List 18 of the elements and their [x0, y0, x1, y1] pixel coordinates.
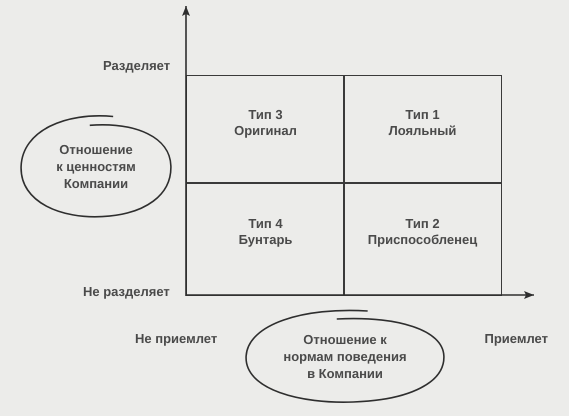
axis-value-label: Разделяет	[103, 57, 170, 74]
quadrant	[343, 75, 502, 184]
quadrant	[186, 75, 345, 184]
type-name: Приспособленец	[368, 232, 478, 248]
type-heading: Тип 4	[248, 216, 283, 232]
type-heading: Тип 3	[248, 106, 283, 122]
quadrant	[186, 182, 345, 296]
type-name: Оригинал	[234, 122, 297, 138]
type-heading: Тип 2	[405, 216, 440, 232]
axis-value-label: Не разделяет	[83, 283, 170, 300]
type-name: Бунтарь	[238, 232, 292, 248]
axis-value-label: Не приемлет	[135, 330, 218, 347]
type-heading: Тип 1	[405, 106, 440, 122]
axis-title: Отношение к нормам поведения в Компании	[282, 330, 408, 382]
quadrant	[343, 182, 502, 296]
type-name: Лояльный	[388, 122, 456, 138]
axis-value-label: Приемлет	[484, 330, 548, 347]
axis-title: Отношение к ценностям Компании	[55, 140, 137, 192]
